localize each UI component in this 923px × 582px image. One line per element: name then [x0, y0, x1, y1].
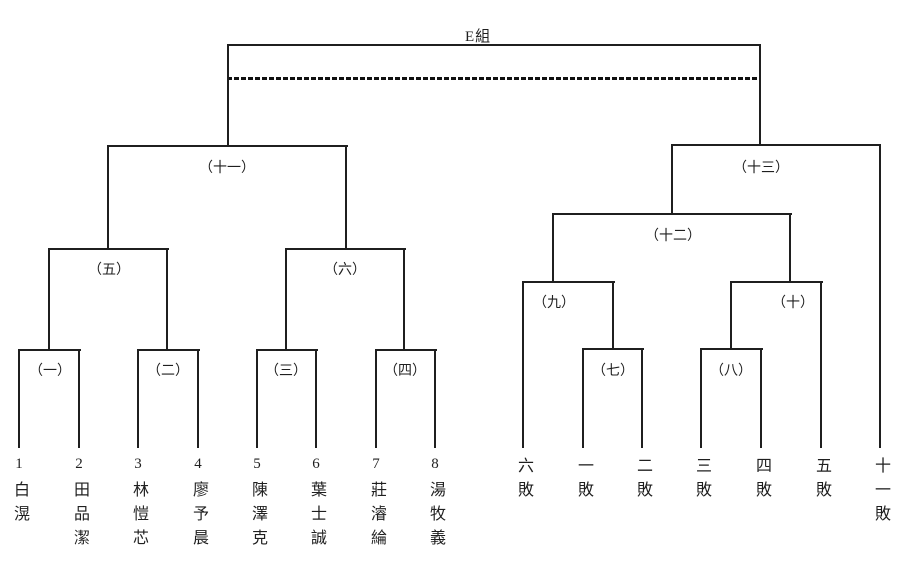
loser-slot-11: 十一敗	[872, 457, 889, 529]
connector-line-m11	[107, 145, 348, 147]
player-name-5: 陳澤克	[249, 481, 266, 553]
player-seed-1: 1	[15, 456, 23, 472]
connector-line-m3	[256, 349, 318, 351]
match-label-9: （九）	[533, 296, 575, 311]
dashed-connector-line	[227, 77, 761, 80]
connector-line	[166, 248, 168, 351]
loser-line-1	[582, 348, 584, 448]
connector-line	[107, 145, 109, 250]
loser-line-11	[879, 144, 881, 448]
match-label-10: （十）	[772, 296, 814, 311]
match-label-5: （五）	[88, 263, 130, 278]
match-label-7: （七）	[592, 364, 634, 379]
connector-line-m7	[582, 348, 644, 350]
player-seed-3: 3	[134, 456, 142, 472]
match-label-12: （十二）	[645, 229, 701, 244]
player-seed-6: 6	[312, 456, 320, 472]
player-line-8	[434, 349, 436, 448]
match-label-3: （三）	[265, 364, 307, 379]
connector-line-m8	[700, 348, 763, 350]
connector-line	[789, 213, 791, 283]
final-connector-line	[227, 44, 761, 46]
connector-line	[671, 144, 673, 215]
match-label-8: （八）	[710, 364, 752, 379]
loser-slot-4: 四敗	[753, 457, 770, 505]
player-seed-7: 7	[372, 456, 380, 472]
player-line-5	[256, 349, 258, 448]
player-line-7	[375, 349, 377, 448]
connector-line-m5	[48, 248, 169, 250]
connector-line-m4	[375, 349, 437, 351]
connector-line-m9	[522, 281, 615, 283]
connector-line	[48, 248, 50, 351]
connector-line	[552, 213, 554, 283]
loser-line-5	[820, 281, 822, 448]
connector-line-m10	[730, 281, 823, 283]
player-name-2: 田品潔	[71, 481, 88, 553]
connector-line-m1	[18, 349, 81, 351]
connector-line	[227, 44, 229, 147]
player-name-4: 廖予晨	[190, 481, 207, 553]
connector-line-m6	[285, 248, 406, 250]
loser-slot-6: 六敗	[515, 457, 532, 505]
connector-line	[730, 281, 732, 350]
player-line-4	[197, 349, 199, 448]
loser-slot-5: 五敗	[813, 457, 830, 505]
loser-slot-2: 二敗	[634, 457, 651, 505]
connector-line-m2	[137, 349, 200, 351]
connector-line	[285, 248, 287, 351]
loser-line-3	[700, 348, 702, 448]
player-line-2	[78, 349, 80, 448]
match-label-11: （十一）	[199, 161, 255, 176]
match-label-1: （一）	[29, 364, 71, 379]
loser-slot-1: 一敗	[575, 457, 592, 505]
player-name-6: 葉士誠	[308, 481, 325, 553]
player-line-6	[315, 349, 317, 448]
player-seed-5: 5	[253, 456, 261, 472]
match-label-13: （十三）	[733, 161, 789, 176]
group-title: E組	[465, 29, 492, 45]
player-name-7: 莊濬綸	[368, 481, 385, 553]
connector-line-m12	[552, 213, 792, 215]
loser-line-4	[760, 348, 762, 448]
connector-line	[612, 281, 614, 350]
loser-line-2	[641, 348, 643, 448]
player-line-1	[18, 349, 20, 448]
player-line-3	[137, 349, 139, 448]
connector-line	[403, 248, 405, 351]
connector-line-m13	[671, 144, 881, 146]
player-name-3: 林愷芯	[130, 481, 147, 553]
player-seed-4: 4	[194, 456, 202, 472]
player-name-1: 白滉	[11, 481, 28, 529]
loser-slot-3: 三敗	[693, 457, 710, 505]
player-seed-8: 8	[431, 456, 439, 472]
player-name-8: 湯牧義	[427, 481, 444, 553]
match-label-4: （四）	[384, 364, 426, 379]
match-label-2: （二）	[147, 364, 189, 379]
loser-line-6	[522, 281, 524, 448]
connector-line	[345, 145, 347, 250]
match-label-6: （六）	[324, 263, 366, 278]
connector-line	[759, 44, 761, 146]
player-seed-2: 2	[75, 456, 83, 472]
